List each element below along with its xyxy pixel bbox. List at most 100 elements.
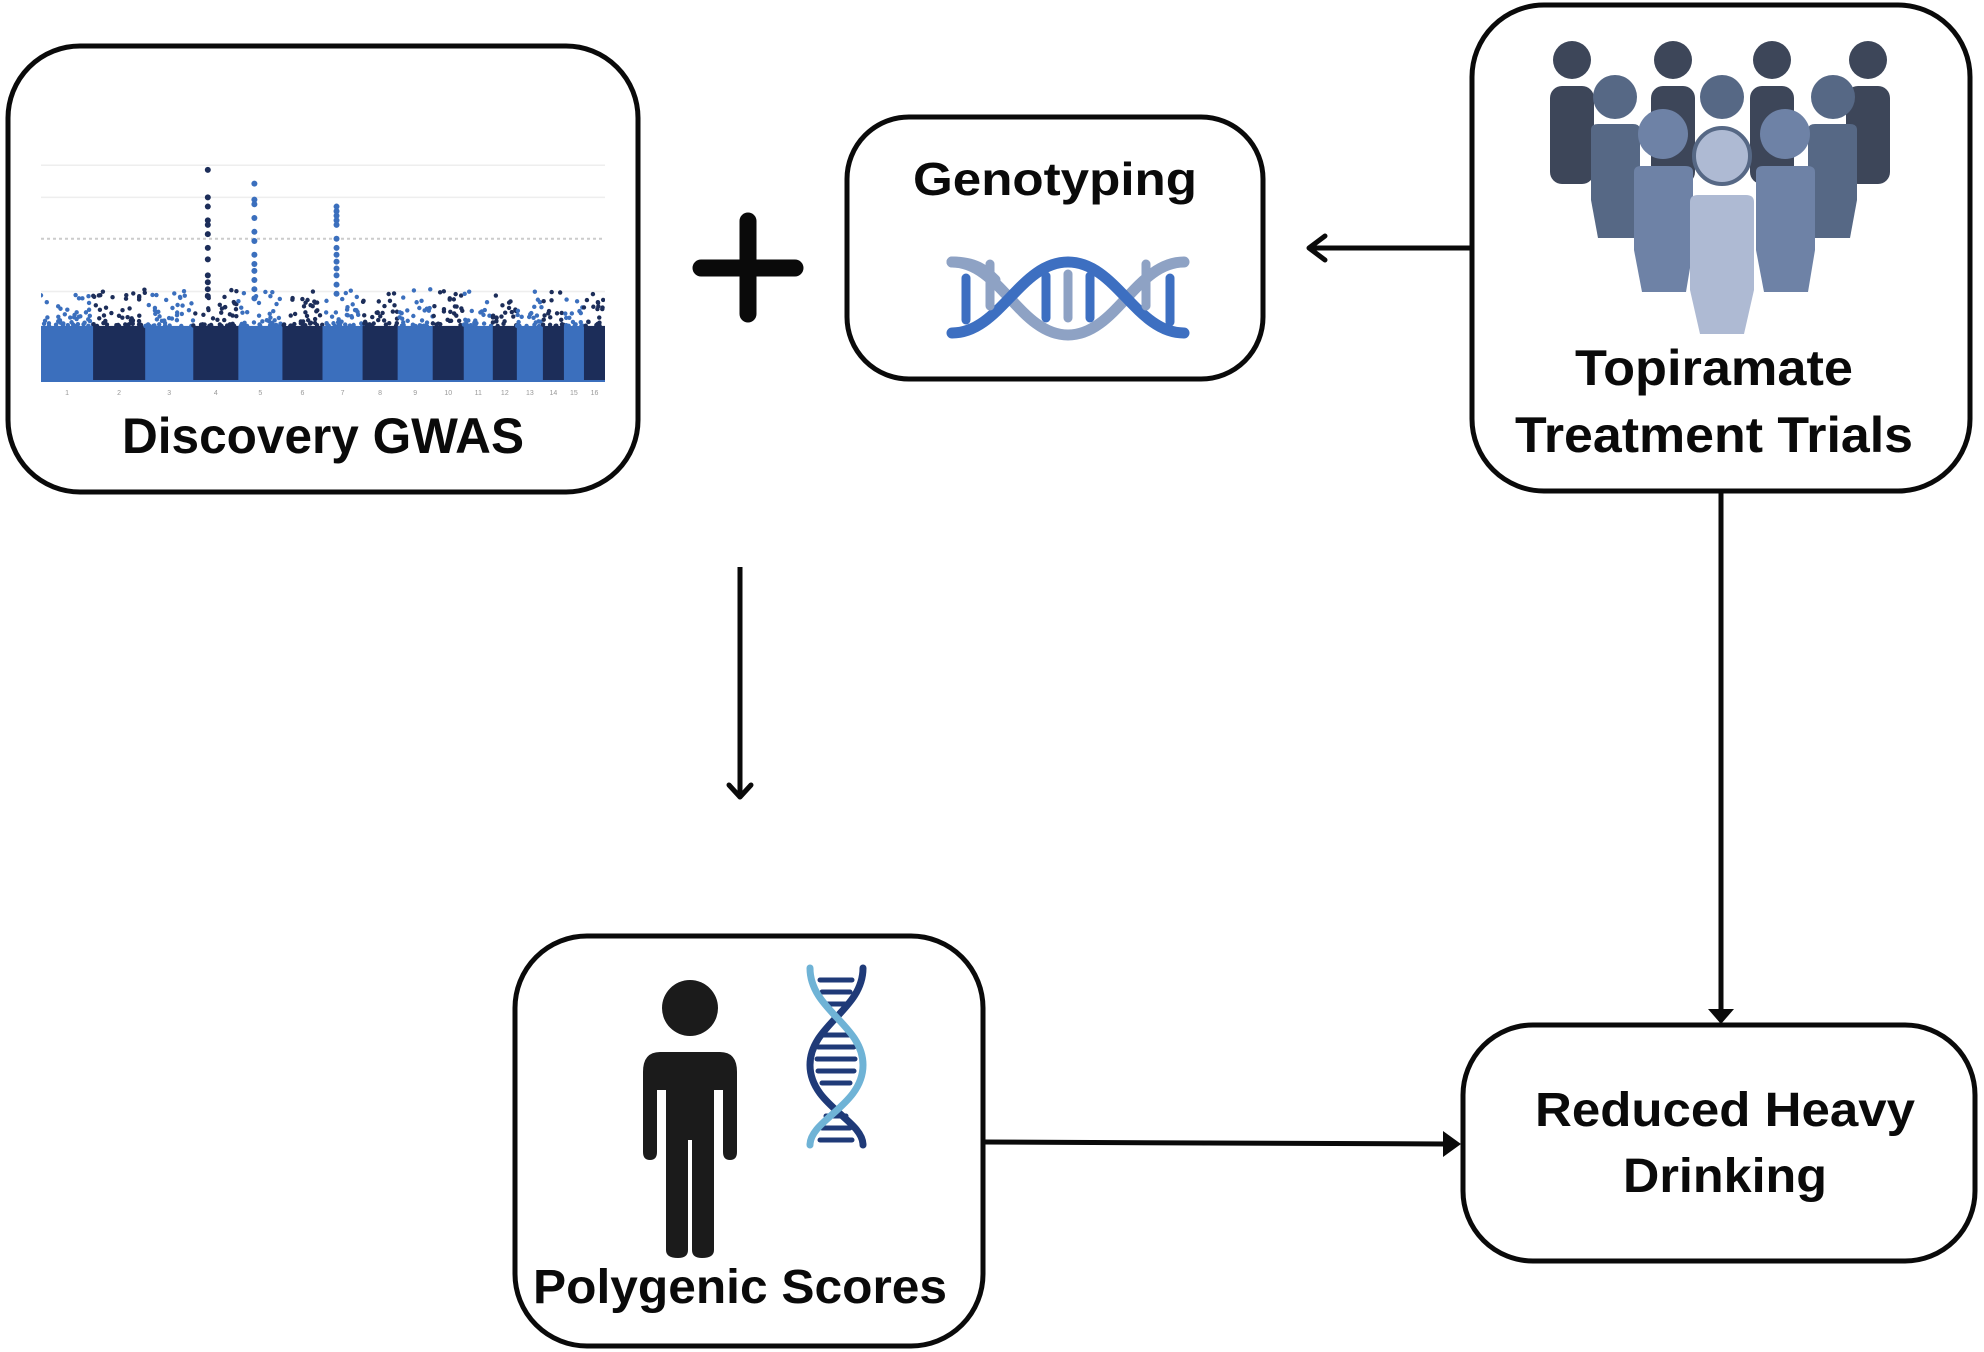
snp-point	[156, 322, 162, 327]
snp-point	[597, 315, 602, 320]
snp-point	[73, 292, 78, 298]
node-polygenic-scores: Polygenic Scores	[512, 933, 986, 1349]
snp-point	[354, 308, 359, 313]
x-tick-label: 10	[444, 390, 452, 397]
peak-point-chr4	[204, 256, 211, 263]
snp-point	[154, 317, 160, 322]
snp-point	[303, 310, 308, 315]
snp-point	[45, 315, 50, 320]
snp-point	[174, 318, 180, 323]
peak-point-chr7	[333, 265, 340, 272]
plus-icon	[692, 212, 804, 323]
snp-point	[386, 291, 391, 297]
snp-point	[110, 294, 115, 300]
snp-point	[537, 300, 543, 305]
snp-point	[347, 323, 353, 329]
chromosome-block-7	[322, 325, 364, 381]
snp-point	[130, 319, 135, 325]
snp-point	[323, 310, 329, 315]
polygenic-label: Polygenic Scores	[533, 1261, 947, 1314]
chromosome-block-14	[542, 325, 565, 381]
snp-point	[267, 311, 272, 317]
snp-point	[78, 314, 83, 319]
snp-point	[454, 313, 459, 318]
chromosome-block-10	[432, 325, 465, 381]
snp-point	[91, 294, 97, 299]
chromosome-block-12	[492, 325, 518, 381]
snp-point	[595, 306, 600, 312]
peak-point-chr7	[333, 251, 340, 258]
snp-point	[411, 288, 417, 293]
snp-point	[138, 322, 144, 328]
snp-point	[559, 322, 565, 327]
snp-point	[143, 323, 148, 329]
snp-point	[300, 296, 305, 302]
peak-point-chr4	[204, 203, 211, 210]
snp-point	[136, 297, 142, 302]
peak-point-chr5	[251, 228, 258, 235]
snp-point	[482, 307, 487, 313]
snp-point	[451, 297, 457, 302]
snp-point	[264, 317, 270, 323]
snp-point	[234, 313, 239, 319]
snp-point	[219, 310, 224, 315]
snp-point	[116, 313, 122, 318]
snp-point	[381, 318, 387, 323]
snp-point	[499, 314, 504, 319]
peak-point-chr5	[251, 196, 258, 203]
snp-point	[532, 304, 537, 310]
snp-point	[493, 293, 499, 298]
snp-point	[303, 323, 308, 328]
snp-point	[336, 317, 341, 322]
snp-point	[314, 309, 319, 314]
snp-point	[231, 299, 236, 305]
chromosome-block-8	[362, 325, 399, 381]
arrow-topiramate-to-genotyping	[1306, 233, 1470, 263]
chromosome-block-6	[282, 325, 323, 381]
snp-point	[103, 305, 109, 310]
snp-point	[536, 323, 542, 329]
snp-point	[86, 323, 91, 329]
snp-point	[301, 304, 307, 309]
topiramate-label-line2: Treatment Trials	[1515, 407, 1913, 463]
peak-point-chr5	[251, 286, 258, 293]
snp-point	[424, 323, 430, 329]
snp-point	[56, 319, 61, 324]
snp-point	[506, 305, 512, 311]
snp-point	[414, 300, 419, 305]
snp-point	[56, 314, 61, 319]
snp-point	[234, 288, 239, 294]
snp-point	[271, 323, 276, 329]
snp-point	[162, 323, 168, 328]
peak-point-chr5	[251, 237, 258, 244]
peak-point-chr7	[333, 244, 340, 251]
snp-point	[380, 310, 385, 316]
peak-point-chr5	[251, 251, 258, 258]
snp-point	[152, 308, 158, 313]
chromosome-block-9	[397, 325, 434, 381]
peak-point-chr7	[333, 258, 340, 265]
snp-point	[578, 319, 583, 325]
snp-point	[69, 320, 74, 325]
snp-point	[191, 323, 196, 328]
snp-point	[215, 317, 220, 322]
snp-point	[83, 310, 89, 315]
snp-point	[448, 318, 454, 324]
snp-point	[97, 316, 102, 321]
snp-point	[217, 302, 222, 308]
snp-point	[292, 321, 297, 327]
snp-point	[218, 323, 223, 328]
snp-point	[597, 323, 602, 328]
snp-point	[464, 323, 469, 328]
snp-point	[229, 287, 234, 293]
chromosome-block-1	[41, 325, 94, 381]
snp-point	[458, 293, 464, 298]
snp-point	[233, 306, 239, 312]
snp-point	[91, 322, 96, 327]
snp-point	[541, 298, 546, 304]
snp-point	[348, 288, 353, 293]
snp-point	[94, 323, 100, 329]
snp-point	[86, 300, 92, 306]
snp-point	[182, 293, 187, 298]
